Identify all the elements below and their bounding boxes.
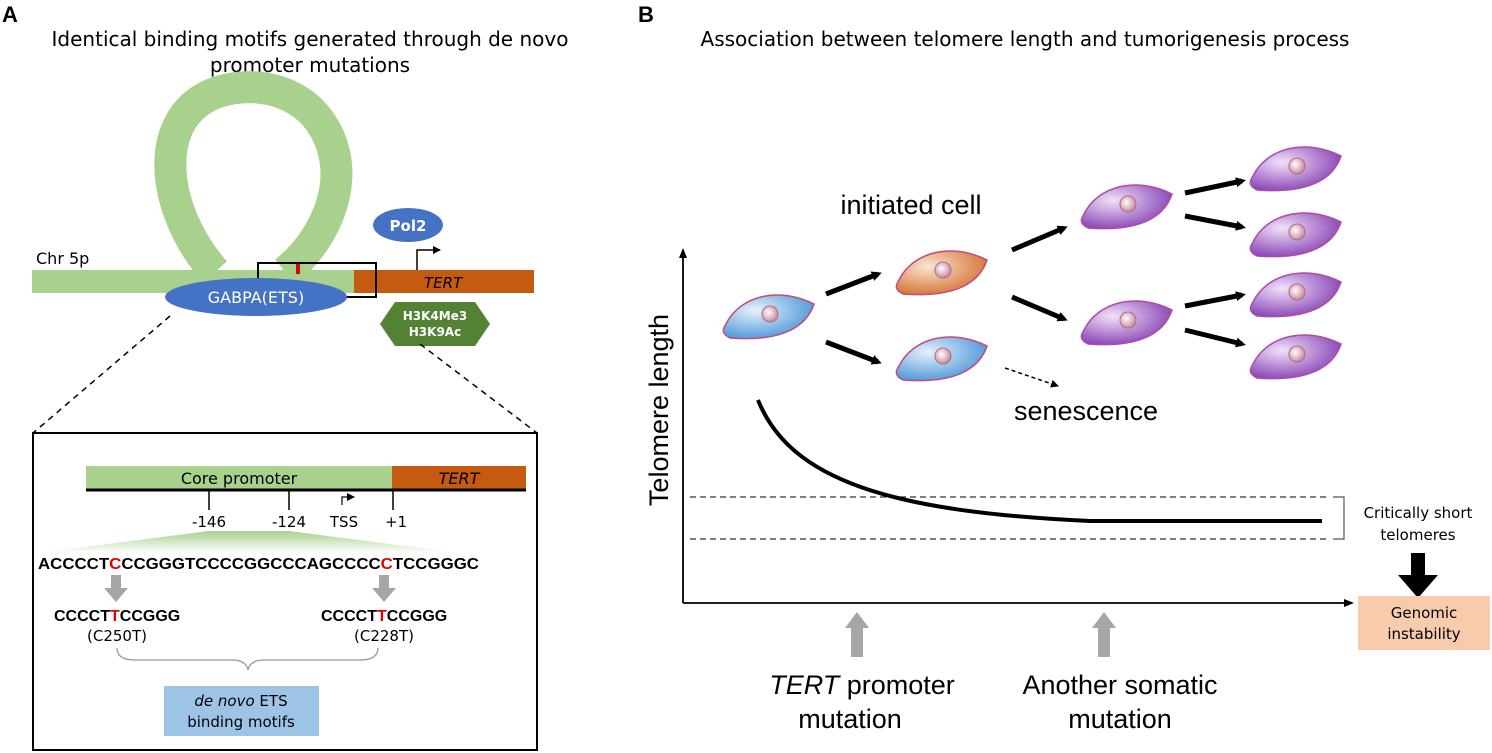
arrow-to-senescence xyxy=(1004,367,1059,388)
histone-marks-hexagon xyxy=(380,302,490,346)
chromatin-loop xyxy=(154,71,353,285)
cell-tumor-5 xyxy=(1249,272,1342,318)
cell-tumor-1 xyxy=(1080,184,1173,230)
cell-normal-1 xyxy=(722,294,815,340)
chr-label: Chr 5p xyxy=(36,249,89,268)
y-axis-label: Telomere length xyxy=(644,314,674,506)
lineage-arrows xyxy=(825,177,1246,365)
inset-core-promoter-bar xyxy=(86,466,392,489)
critical-bracket xyxy=(1333,496,1345,540)
grey-arrow-right xyxy=(372,575,396,602)
cell-normal-2 xyxy=(895,336,988,382)
panel-b: B Association between telomere length an… xyxy=(638,2,1490,734)
mutation-mark xyxy=(296,262,300,274)
critical-line1: Critically short xyxy=(1364,504,1473,522)
inset-tert-bar xyxy=(392,466,526,489)
cell-tumor-2 xyxy=(1080,300,1173,346)
tick-label-plus1: +1 xyxy=(385,513,407,531)
gabpa-label: GABPA(ETS) xyxy=(208,288,304,307)
grouping-brace xyxy=(116,647,379,671)
seq-mutation-c228: C xyxy=(381,556,394,573)
senescence-label: senescence xyxy=(1014,396,1158,426)
de-novo-motif-box xyxy=(164,686,319,736)
seq-part2: CCGGGTCCCCGGCCCAGCCCC xyxy=(121,556,381,573)
gabpa-protein xyxy=(165,278,347,316)
core-promoter-label: Core promoter xyxy=(181,469,298,488)
seq-part3: TCCGGGC xyxy=(393,556,480,573)
genomic-line2: instability xyxy=(1387,625,1460,643)
mutation1-line2: mutation xyxy=(798,704,902,734)
grey-arrow-left xyxy=(104,575,128,602)
histone-line1: H3K4Me3 xyxy=(403,309,467,323)
arrow-to-purple-bottom xyxy=(1011,294,1068,322)
cell-tumor-6 xyxy=(1249,334,1342,380)
grey-up-arrow-2 xyxy=(1092,612,1116,657)
tss-arrow xyxy=(416,246,441,270)
de-novo-line2: binding motifs xyxy=(187,713,295,731)
tick-label-tss: TSS xyxy=(329,513,358,531)
critical-line2: telomeres xyxy=(1380,526,1455,544)
tert-gene-label: TERT xyxy=(424,274,464,292)
motif-left-mutation: T xyxy=(110,608,120,625)
pol2-protein xyxy=(373,208,443,242)
panel-b-letter: B xyxy=(638,2,654,27)
motif-right: CCCCTTCCGGG xyxy=(321,608,447,625)
mutation1-line1: TERT promoter xyxy=(769,670,955,700)
motif-right-label: (C228T) xyxy=(354,627,414,645)
cell-tumor-3 xyxy=(1249,146,1342,192)
arrow-p1-a xyxy=(1184,177,1246,196)
panel-a-letter: A xyxy=(2,2,18,27)
arrow-p2-a xyxy=(1184,291,1246,309)
histone-line2: H3K9Ac xyxy=(409,325,461,339)
tick-label-124: -124 xyxy=(272,513,306,531)
zoom-fan xyxy=(38,531,460,553)
arrow-to-normal xyxy=(825,339,882,365)
mutation2-line1: Another somatic xyxy=(1022,670,1217,700)
motif-left: CCCCTTCCGGG xyxy=(54,608,180,625)
panel-a: A Identical binding motifs generated thr… xyxy=(2,2,569,751)
pol2-label: Pol2 xyxy=(390,217,427,235)
genomic-line1: Genomic xyxy=(1391,604,1458,622)
motif-right-mutation: T xyxy=(377,608,387,625)
down-arrow-black xyxy=(1398,553,1438,598)
genomic-instability-box xyxy=(1358,596,1490,650)
tick-label-146: -146 xyxy=(192,513,226,531)
de-novo-line1: de novo ETS xyxy=(194,692,287,710)
panel-a-title-line1: Identical binding motifs generated throu… xyxy=(52,27,569,51)
grey-up-arrow-1 xyxy=(845,612,869,657)
initiated-cell-label: initiated cell xyxy=(840,190,981,220)
tert-gene-bar xyxy=(354,270,534,293)
cell-tumor-4 xyxy=(1249,212,1342,258)
mutation2-line2: mutation xyxy=(1068,704,1172,734)
seq-part1: ACCCCT xyxy=(38,556,109,573)
tss-small-arrow xyxy=(341,493,355,505)
telomere-length-curve xyxy=(756,399,1322,523)
inset-tert-label: TERT xyxy=(439,469,481,488)
arrow-p1-b xyxy=(1184,213,1246,231)
cell-initiated xyxy=(895,250,988,296)
arrow-to-purple-top xyxy=(1011,225,1068,253)
motif-left-label: (C250T) xyxy=(87,627,147,645)
inset-box xyxy=(32,432,538,751)
seq-mutation-c250: C xyxy=(109,556,122,573)
zoom-line-left xyxy=(32,315,171,434)
arrow-p2-b xyxy=(1184,327,1246,348)
arrow-to-initiated xyxy=(825,271,882,297)
panel-b-title: Association between telomere length and … xyxy=(701,27,1350,51)
zoom-line-right xyxy=(419,343,538,434)
